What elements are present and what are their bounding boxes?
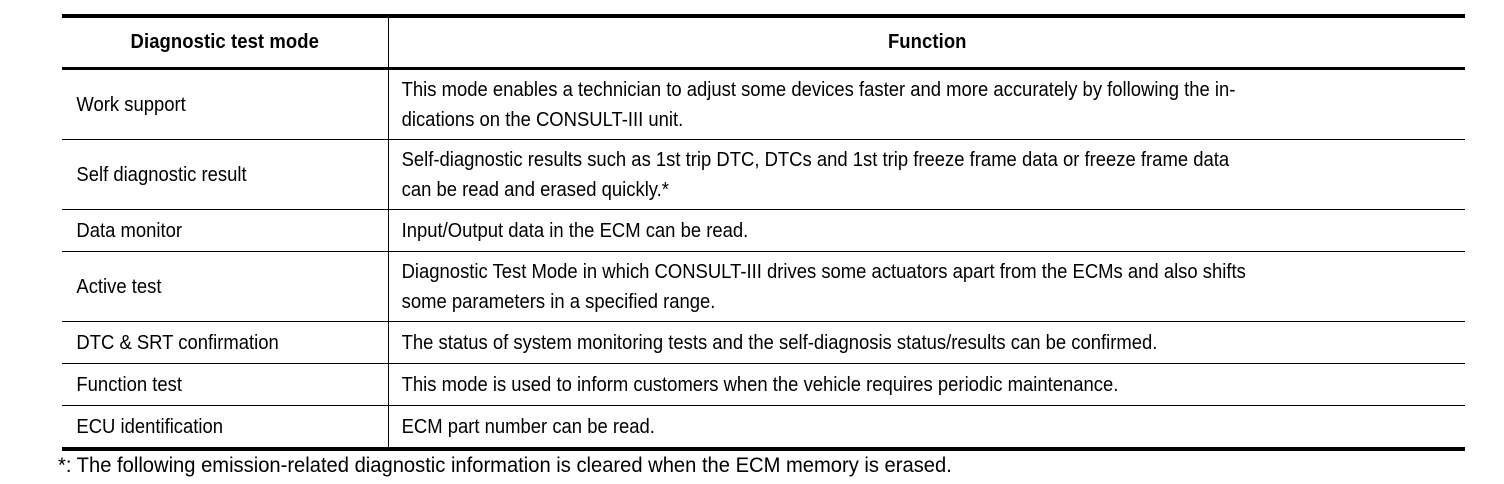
cell-mode: Self diagnostic result — [62, 139, 388, 210]
header-label-function: Function — [887, 30, 967, 54]
table-row: Work support This mode enables a technic… — [62, 68, 1465, 140]
diagnostic-test-mode-table: Diagnostic test mode Function Work suppo… — [62, 14, 1465, 451]
cell-function: This mode enables a technician to adjust… — [387, 68, 1465, 140]
cell-function: Diagnostic Test Mode in which CONSULT-II… — [387, 251, 1465, 322]
function-text-line-1: ECM part number can be read. — [401, 414, 655, 438]
mode-label: ECU identification — [76, 414, 224, 438]
cell-mode: Data monitor — [62, 209, 388, 252]
function-text-line-1: Input/Output data in the ECM can be read… — [401, 218, 748, 242]
cell-mode: Work support — [62, 68, 388, 140]
function-text-line-2: can be read and erased quickly.* — [401, 177, 669, 201]
cell-function: This mode is used to inform customers wh… — [387, 363, 1465, 406]
mode-label: Function test — [76, 372, 183, 396]
table-body: Work support This mode enables a technic… — [62, 68, 1465, 451]
function-text-line-1: This mode enables a technician to adjust… — [401, 78, 1235, 102]
cell-function: The status of system monitoring tests an… — [387, 321, 1465, 364]
footnote-text: *: The following emission-related diagno… — [58, 454, 952, 477]
function-text-line-1: The status of system monitoring tests an… — [401, 330, 1157, 354]
mode-label: DTC & SRT confirmation — [76, 330, 279, 354]
function-text-line-1: Diagnostic Test Mode in which CONSULT-II… — [401, 260, 1246, 284]
mode-label: Work support — [76, 92, 186, 116]
function-text-line-2: some parameters in a specified range. — [401, 289, 715, 313]
header-label-diagnostic-test-mode: Diagnostic test mode — [130, 30, 319, 54]
function-text-line-2: dications on the CONSULT-III unit. — [401, 107, 683, 131]
cell-function: Self-diagnostic results such as 1st trip… — [387, 139, 1465, 210]
table-row: Function test This mode is used to infor… — [62, 363, 1465, 406]
mode-label: Self diagnostic result — [76, 162, 247, 186]
table-row: Active test Diagnostic Test Mode in whic… — [62, 251, 1465, 322]
header-cell-function: Function — [387, 14, 1465, 70]
cell-mode: Function test — [62, 363, 388, 406]
function-text-line-1: This mode is used to inform customers wh… — [401, 372, 1118, 396]
diagnostic-test-mode-table-wrapper: Diagnostic test mode Function Work suppo… — [62, 14, 1465, 451]
cell-mode: DTC & SRT confirmation — [62, 321, 388, 364]
function-text-line-1: Self-diagnostic results such as 1st trip… — [401, 148, 1229, 172]
table-header: Diagnostic test mode Function — [62, 14, 1465, 70]
cell-mode: Active test — [62, 251, 388, 322]
table-row: ECU identification ECM part number can b… — [62, 405, 1465, 451]
header-cell-diagnostic-test-mode: Diagnostic test mode — [62, 14, 388, 70]
table-header-row: Diagnostic test mode Function — [62, 14, 1465, 70]
mode-label: Data monitor — [76, 218, 183, 242]
table-row: Data monitor Input/Output data in the EC… — [62, 209, 1465, 252]
table-row: DTC & SRT confirmation The status of sys… — [62, 321, 1465, 364]
cell-function: Input/Output data in the ECM can be read… — [387, 209, 1465, 252]
cell-function: ECM part number can be read. — [387, 405, 1465, 451]
mode-label: Active test — [76, 274, 162, 298]
cell-mode: ECU identification — [62, 405, 388, 451]
table-row: Self diagnostic result Self-diagnostic r… — [62, 139, 1465, 210]
